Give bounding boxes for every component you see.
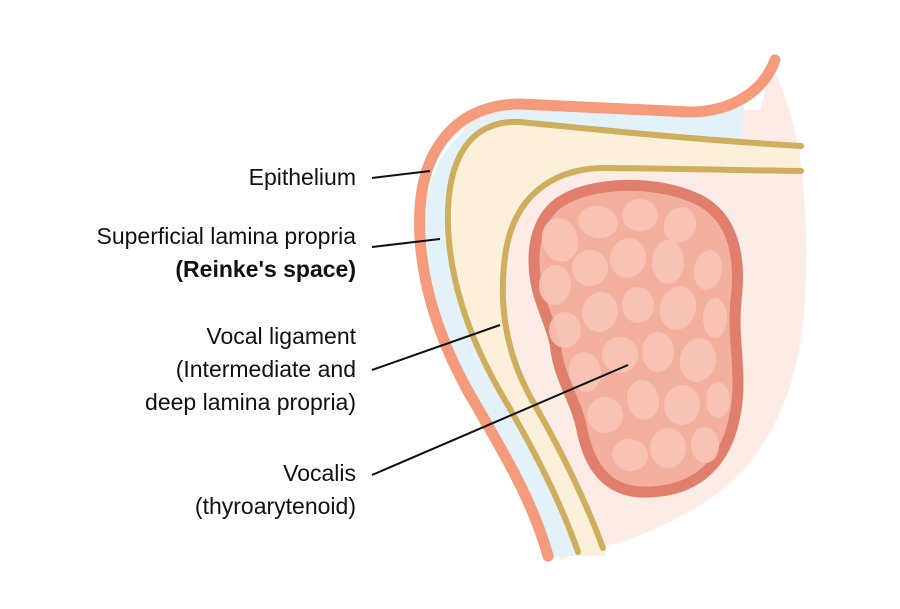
vocalis-label-line1: Vocalis <box>283 460 356 486</box>
muscle-fiber-cell <box>621 287 655 323</box>
vocalis-leader-line <box>371 364 629 476</box>
vocal-ligament-label-line2: (Intermediate and <box>175 356 356 382</box>
ligament-outer-line <box>444 118 804 555</box>
muscle-fiber-cell <box>659 286 697 330</box>
muscle-fiber-cell <box>538 265 572 305</box>
muscle-fiber-cell <box>690 427 720 463</box>
muscle-fiber-cell <box>693 250 723 290</box>
muscle-fiber-cell <box>663 207 697 243</box>
muscle-fiber-cell <box>578 205 618 239</box>
muscle-fiber-cell <box>609 238 647 278</box>
muscle-fiber-cell <box>650 428 686 468</box>
vocalis-label-line2: (thyroarytenoid) <box>194 493 356 519</box>
muscle-fiber-cell <box>663 385 701 425</box>
vocal-ligament-label: Vocal ligament (Intermediate and deep la… <box>145 320 356 419</box>
superficial-lamina-propria-leader-line <box>371 238 441 248</box>
superficial-lamina-propria-label: Superficial lamina propria (Reinke's spa… <box>96 220 356 286</box>
muscle-fiber-cell <box>587 397 623 433</box>
muscle-fiber-cell <box>541 218 579 262</box>
vocalis-label: Vocalis (thyroarytenoid) <box>195 457 356 523</box>
muscle-fiber-cell <box>622 199 658 231</box>
muscle-fiber-cell <box>642 332 674 372</box>
vocal-ligament-leader-line <box>371 324 501 371</box>
vocal-ligament-label-line3: deep lamina propria) <box>145 389 356 415</box>
epithelium-line <box>414 54 781 562</box>
epithelium-label: Epithelium <box>249 161 356 194</box>
muscle-fiber-cell <box>679 338 717 382</box>
muscle-fiber-cell <box>602 337 638 373</box>
ligament-inner-line <box>499 164 804 551</box>
epithelium-leader-line <box>371 170 431 179</box>
muscle-fiber-cell <box>703 298 727 338</box>
muscle-fiber-cell <box>572 250 608 286</box>
superficial-lamina-propria-label-line1: Superficial lamina propria <box>96 223 356 249</box>
muscle-fiber-cell <box>706 382 730 418</box>
muscle-fiber-cell <box>549 312 581 348</box>
muscle-fiber-cell <box>652 240 684 284</box>
muscle-fibers <box>538 199 730 472</box>
epithelium-label-text: Epithelium <box>248 164 356 190</box>
muscle-fiber-cell <box>568 352 602 392</box>
vocal-ligament-label-line1: Vocal ligament <box>206 323 356 349</box>
muscle-fiber-cell <box>626 380 660 420</box>
superficial-lamina-propria-label-line2: (Reinke's space) <box>175 256 356 282</box>
muscle-fiber-cell <box>612 438 648 472</box>
muscle-fiber-cell <box>581 292 619 332</box>
superficial-lamina-propria-layer <box>424 100 745 556</box>
